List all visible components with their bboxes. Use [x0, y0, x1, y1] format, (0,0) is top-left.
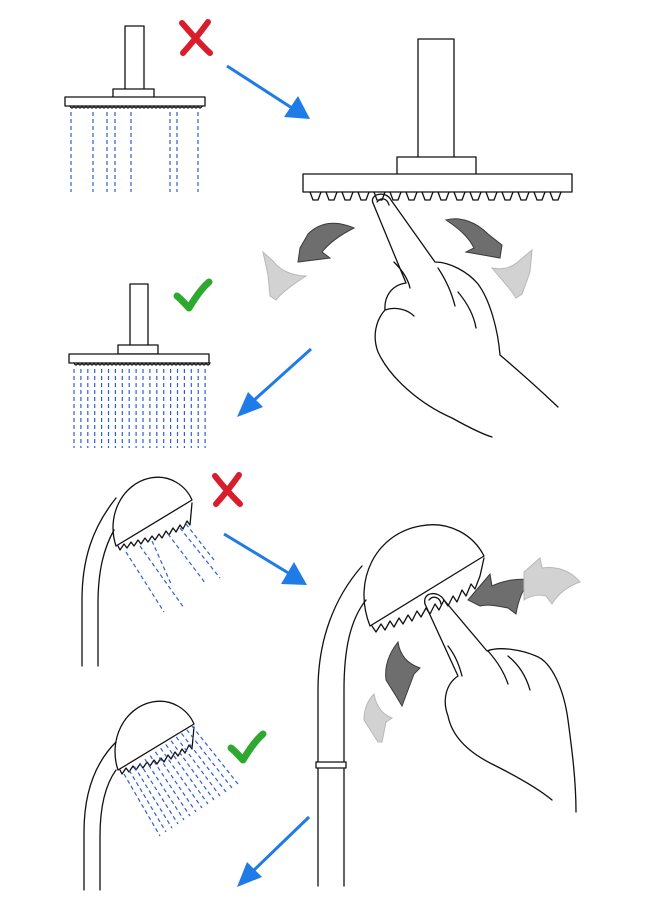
shower-mount — [117, 344, 159, 355]
arrow-to-next-step — [237, 815, 311, 887]
nozzle-row — [117, 502, 193, 551]
overhead-shower-closeup — [302, 38, 573, 201]
water-jet — [165, 744, 209, 805]
check-icon — [227, 730, 267, 764]
check-icon — [173, 278, 213, 312]
shower-hose — [83, 741, 117, 891]
hand-shower-closeup — [315, 524, 485, 887]
water-jet — [144, 758, 185, 821]
water-jet — [149, 755, 191, 817]
handle-ring — [315, 761, 347, 769]
overhead-shower-cleaned — [68, 283, 211, 366]
hand-shower-cleaned — [83, 700, 195, 891]
nozzle-row — [119, 726, 195, 775]
water-jet — [139, 762, 179, 825]
nozzle-row — [309, 191, 562, 201]
water-jet — [175, 736, 221, 797]
hand-pressing-nozzle — [424, 593, 577, 813]
water-jet — [123, 773, 161, 837]
shower-head-dome — [112, 476, 193, 547]
sparse-water-jets — [70, 112, 199, 192]
shower-arm — [124, 25, 145, 91]
shower-handle — [99, 769, 117, 891]
nozzle-row — [73, 362, 211, 366]
water-jet — [154, 751, 197, 813]
cross-icon — [212, 472, 243, 507]
water-jet — [186, 729, 233, 789]
arrow-to-next-step — [237, 347, 313, 417]
water-jet — [128, 770, 167, 833]
hand-pressing-nozzle — [371, 193, 559, 438]
arrow-to-cleaning — [226, 64, 310, 119]
water-jet — [191, 725, 239, 785]
arrow-to-cleaning — [223, 532, 307, 585]
shower-plate — [302, 173, 573, 193]
press-motion-arrows — [262, 218, 533, 301]
water-jet — [160, 747, 203, 809]
shower-head-dome — [363, 524, 485, 627]
water-jet — [133, 766, 173, 829]
water-jet — [181, 733, 227, 793]
sparse-angled-jets — [125, 523, 221, 613]
shower-arm — [417, 38, 455, 160]
water-jet — [170, 740, 215, 801]
overhead-shower-clogged — [64, 25, 206, 109]
shower-plate — [68, 353, 210, 364]
shower-arm — [129, 283, 149, 347]
shower-handle — [97, 529, 115, 667]
shower-mount — [396, 156, 477, 176]
shower-hose — [81, 497, 117, 667]
press-motion-arrows — [363, 557, 581, 743]
shower-handle — [343, 599, 367, 887]
full-water-jets — [73, 369, 206, 448]
shower-hose — [317, 565, 363, 887]
nozzle-row — [69, 105, 203, 109]
hand-shower-clogged — [81, 476, 193, 667]
full-angled-jets — [123, 725, 239, 837]
cross-icon — [179, 19, 213, 56]
shower-head-dome — [114, 700, 195, 771]
shower-plate — [64, 96, 206, 107]
